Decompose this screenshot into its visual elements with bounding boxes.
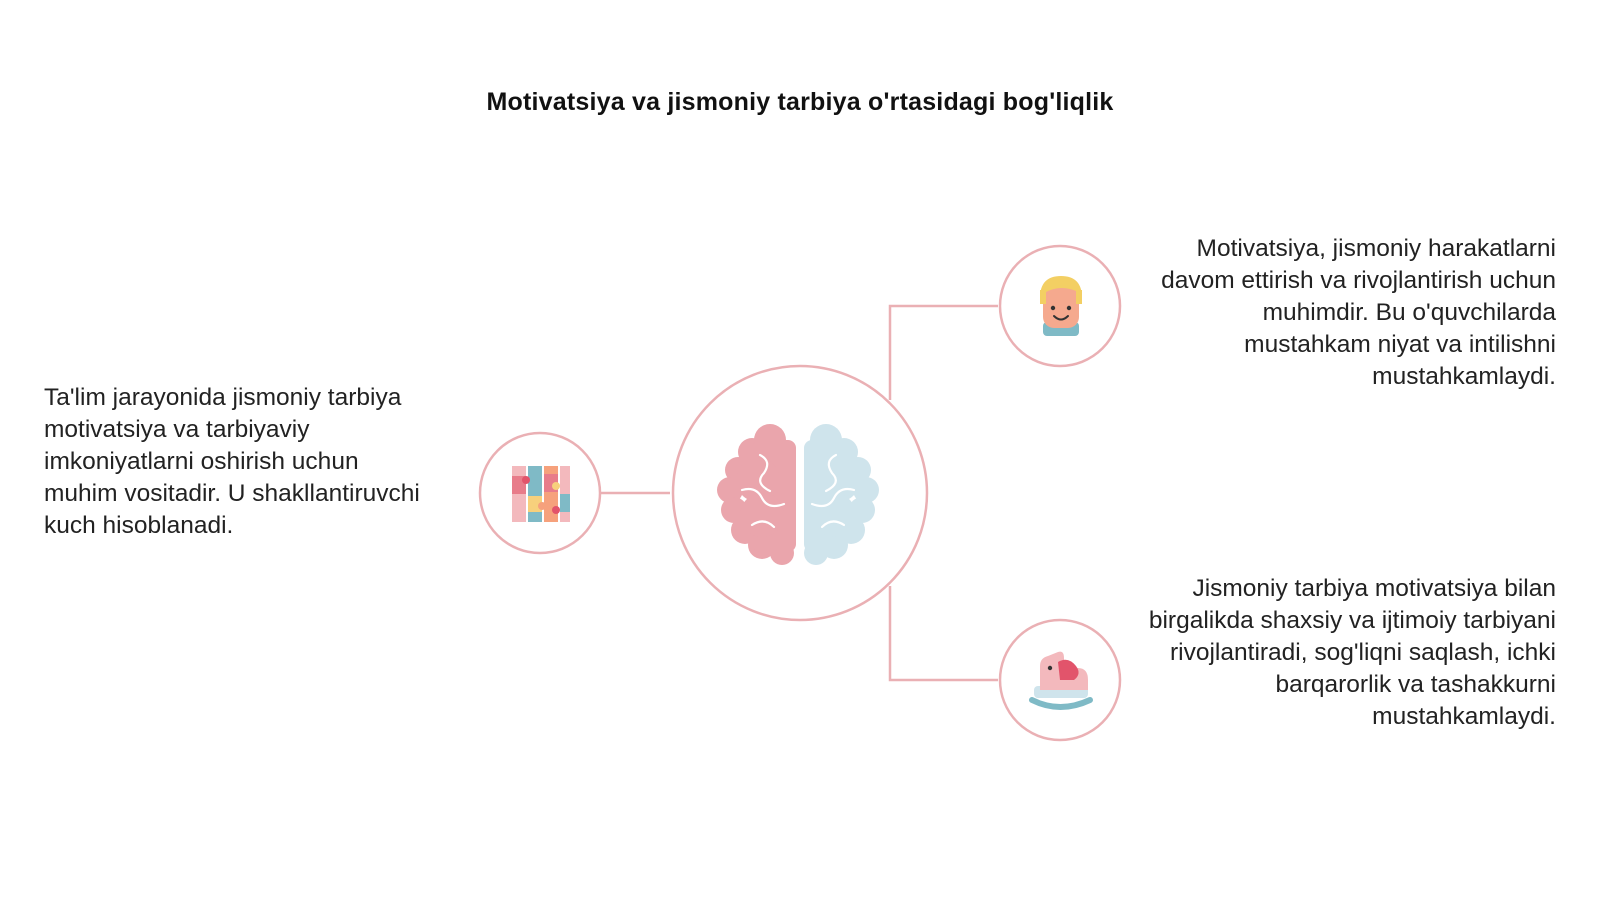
connectors xyxy=(601,304,998,682)
connector-top-right xyxy=(888,304,998,400)
bottom-right-node xyxy=(998,618,1122,742)
connector-bottom-right xyxy=(888,586,998,682)
center-node xyxy=(671,364,929,622)
left-node xyxy=(478,431,602,555)
left-node-text: Ta'lim jarayonida jismoniy tarbiya motiv… xyxy=(44,384,420,539)
child-face-icon xyxy=(1040,276,1082,336)
top-right-node-text: Motivatsiya, jismoniy harakatlarni davom… xyxy=(1161,235,1556,390)
puzzle-icon xyxy=(512,466,570,522)
bottom-right-node-text: Jismoniy tarbiya motivatsiya bilan birga… xyxy=(1148,575,1556,730)
rocking-horse-icon xyxy=(1029,651,1093,710)
brain-icon xyxy=(717,424,879,565)
page-title: Motivatsiya va jismoniy tarbiya o'rtasid… xyxy=(486,88,1114,116)
top-right-node xyxy=(998,244,1122,368)
